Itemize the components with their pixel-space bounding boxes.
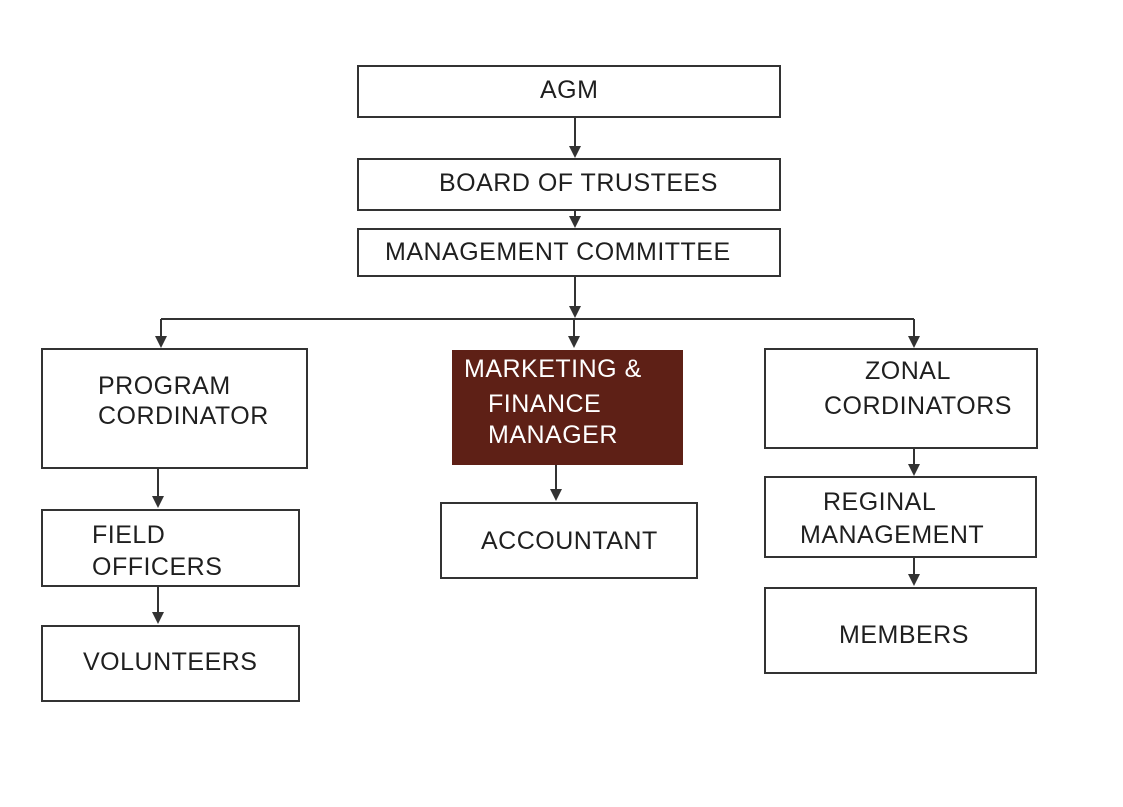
field-officers-box: FIELD OFFICERS [41,509,300,587]
marketing-finance-manager-line-2: FINANCE [488,390,602,418]
management-committee-label: MANAGEMENT COMMITTEE [385,238,731,266]
members-box: MEMBERS [764,587,1037,674]
members-label: MEMBERS [839,621,969,649]
marketing-finance-manager-line-1: MARKETING & [464,355,642,383]
zonal-coordinators-box: ZONAL CORDINATORS [764,348,1038,449]
board-of-trustees-box: BOARD OF TRUSTEES [357,158,781,211]
agm-box: AGM [357,65,781,118]
zonal-coordinators-line-2: CORDINATORS [824,392,1012,420]
regional-management-line-1: REGINAL [823,488,937,516]
accountant-box: ACCOUNTANT [440,502,698,579]
field-officers-line-1: FIELD [92,521,166,549]
arrowhead-program [155,336,167,348]
arrowhead-regional [908,464,920,476]
board-of-trustees-label: BOARD OF TRUSTEES [439,169,718,197]
zonal-coordinators-line-1: ZONAL [865,357,951,385]
arrowhead-marketing [568,336,580,348]
management-committee-box: MANAGEMENT COMMITTEE [357,228,781,277]
arrowhead-branch-junction [569,306,581,318]
arrowhead-members [908,574,920,586]
volunteers-box: VOLUNTEERS [41,625,300,702]
agm-label: AGM [540,76,599,104]
arrowhead-volunteers [152,612,164,624]
program-coordinator-box: PROGRAM CORDINATOR [41,348,308,469]
marketing-finance-manager-box: MARKETING & FINANCE MANAGER [452,350,683,465]
field-officers-line-2: OFFICERS [92,553,223,581]
program-coordinator-line-2: CORDINATOR [98,402,269,430]
volunteers-label: VOLUNTEERS [83,648,258,676]
arrowhead-board [569,146,581,158]
regional-management-line-2: MANAGEMENT [800,521,985,549]
arrowhead-field [152,496,164,508]
marketing-finance-manager-line-3: MANAGER [488,421,618,449]
regional-management-box: REGINAL MANAGEMENT [764,476,1037,558]
arrowhead-management [569,216,581,228]
program-coordinator-line-1: PROGRAM [98,372,231,400]
arrowhead-accountant [550,489,562,501]
accountant-label: ACCOUNTANT [481,527,658,555]
arrowhead-zonal [908,336,920,348]
